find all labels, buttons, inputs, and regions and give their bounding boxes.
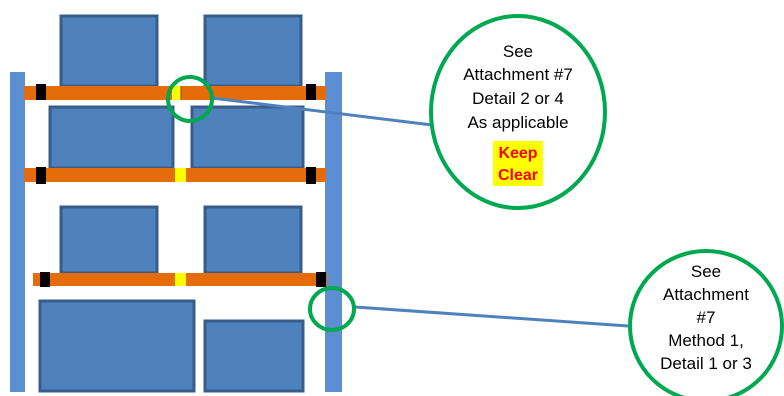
right-upright xyxy=(325,72,342,392)
beam-bracket xyxy=(40,272,50,287)
callout-top-line: Attachment #7 xyxy=(463,65,573,84)
left-upright xyxy=(10,72,25,392)
callout-bottom: See Attachment #7 Method 1, Detail 1 or … xyxy=(628,249,784,396)
callout-top-line: Detail 2 or 4 xyxy=(472,89,564,108)
callout-top-line: As applicable xyxy=(467,113,568,132)
beam-bracket xyxy=(36,84,46,100)
highlight-circle-bottom xyxy=(308,286,356,332)
beam-bracket xyxy=(316,272,326,287)
highlight-circle-top xyxy=(166,75,214,123)
safety-lock xyxy=(172,86,181,100)
callout-bottom-line: #7 xyxy=(697,308,716,327)
keep-clear-label: Clear xyxy=(498,167,538,184)
pallet-box xyxy=(38,299,196,393)
keep-clear-highlight xyxy=(493,141,543,186)
leader-line-bottom xyxy=(354,305,629,328)
callout-bottom-line: See xyxy=(691,262,721,281)
callout-top: See Attachment #7 Detail 2 or 4 As appli… xyxy=(429,14,607,210)
callout-bottom-bubble xyxy=(628,249,784,396)
safety-lock xyxy=(175,273,186,286)
keep-clear-label: Keep xyxy=(498,145,537,162)
beam-bracket xyxy=(306,167,316,184)
callout-top-line: See xyxy=(503,42,533,61)
pallet-box xyxy=(190,105,305,170)
beam-bracket xyxy=(306,84,316,100)
pallet-box xyxy=(59,205,159,275)
callout-bottom-line: Detail 1 or 3 xyxy=(660,354,752,373)
callout-bottom-line: Method 1, xyxy=(668,331,744,350)
leader-line-top xyxy=(211,96,433,127)
beam-bracket xyxy=(36,167,46,184)
pallet-box xyxy=(203,14,303,88)
pallet-box xyxy=(48,105,175,170)
callout-bottom-line: Attachment xyxy=(663,285,749,304)
callout-top-bubble xyxy=(429,14,607,210)
pallet-box xyxy=(203,319,305,393)
pallet-box xyxy=(59,14,159,88)
pallet-box xyxy=(203,205,303,275)
safety-lock xyxy=(175,168,186,182)
